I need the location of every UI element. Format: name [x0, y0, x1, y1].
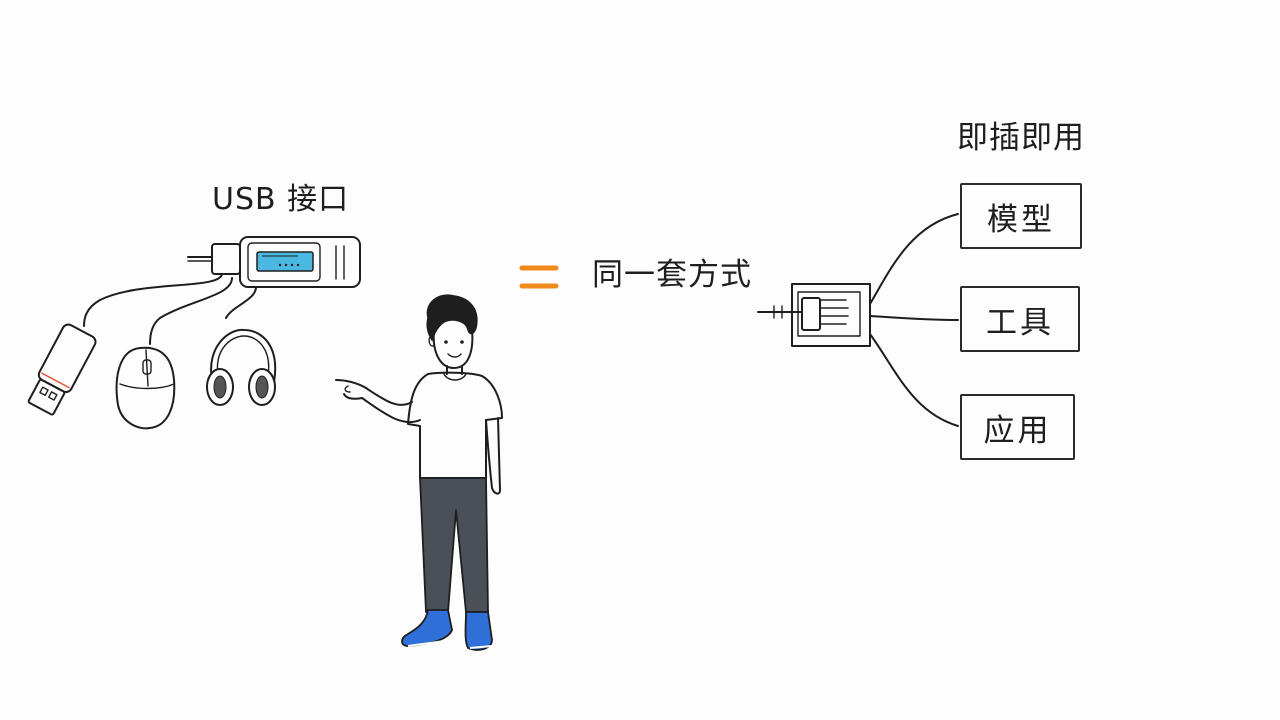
usb-stick-icon: [27, 323, 97, 416]
connector-hub-icon: [757, 213, 959, 427]
target-box-tool: 工具: [960, 286, 1080, 352]
target-box-label: 应用: [983, 412, 1052, 449]
person-illustration: [335, 294, 503, 651]
equals-icon: [519, 265, 559, 289]
usb-hub-icon: [83, 236, 361, 345]
headphones-icon: [206, 328, 277, 406]
usb-interface-label: USB 接口: [212, 182, 350, 217]
plug-and-play-label: 即插即用: [957, 120, 1085, 156]
same-method-label: 同一套方式: [592, 257, 752, 293]
target-box-label: 工具: [986, 304, 1054, 341]
target-box-app: 应用: [960, 394, 1075, 460]
mouse-icon: [115, 346, 176, 430]
target-box-model: 模型: [960, 183, 1082, 249]
target-box-label: 模型: [987, 201, 1055, 238]
